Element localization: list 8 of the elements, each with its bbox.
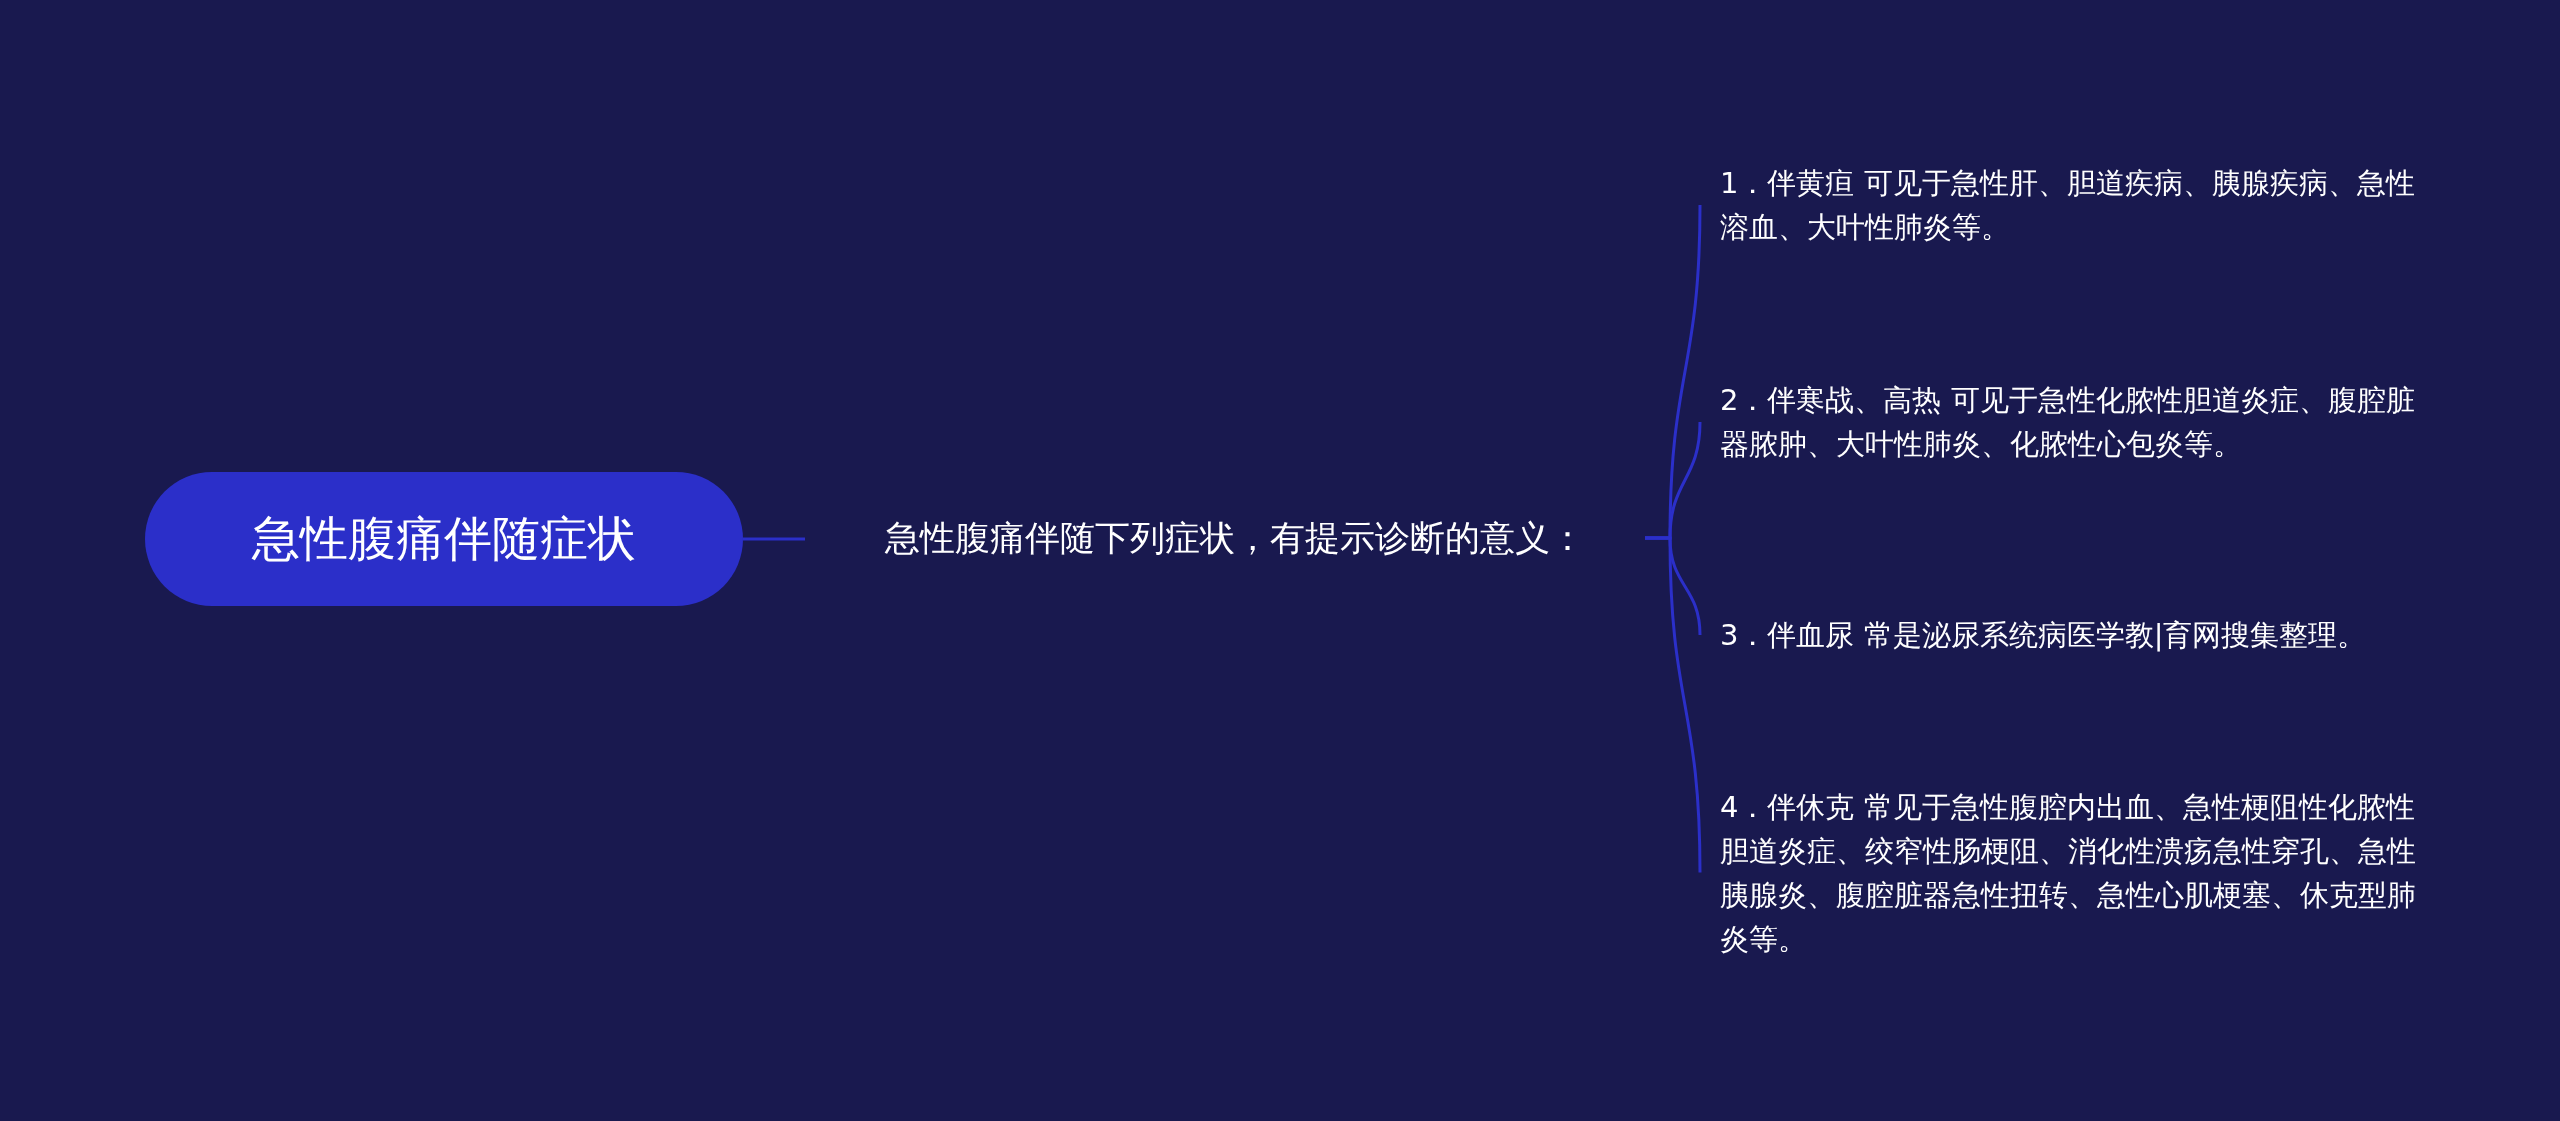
detail-text: 4．伴休克 常见于急性腹腔内出血、急性梗阻性化脓性胆道炎症、绞窄性肠梗阻、消化性溃疡急性穿孔、急性胰腺炎、腹腔脏器急性扭转、急性心肌梗塞、休克型肺炎等。: [1720, 788, 2417, 958]
detail-text: 1．伴黄疸 可见于急性肝、胆道疾病、胰腺疾病、急性溶血、大叶性肺炎等。: [1720, 165, 2416, 246]
subtopic-text: 急性腹痛伴随下列症状，有提示诊断的意义：: [885, 517, 1585, 560]
detail-text: 3．伴血尿 常是泌尿系统病医学教|育网搜集整理。: [1720, 617, 2367, 654]
connector-line: [1645, 536, 1702, 873]
connector-line: [743, 537, 805, 541]
detail-text: 2．伴寒战、高热 可见于急性化脓性胆道炎症、腹腔脏器脓肿、大叶性肺炎、化脓性心包炎等。: [1720, 382, 2416, 463]
topic-pill: 急性腹痛伴随症状: [145, 472, 743, 606]
